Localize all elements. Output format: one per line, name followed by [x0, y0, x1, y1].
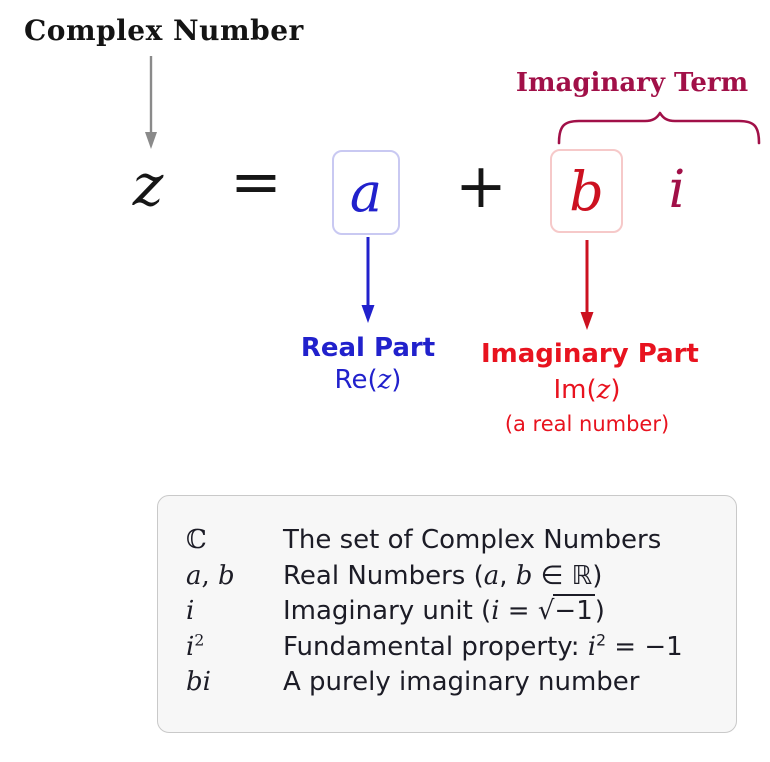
legend-symbol: ℂ [186, 525, 207, 555]
equation-plus-sign: + [455, 148, 507, 222]
equation-a: a [349, 161, 383, 224]
legend-rows: ℂ The set of Complex Numbers a, b Real Numb… [158, 496, 736, 701]
imaginary-part-note: (a real number) [504, 412, 670, 436]
imaginary-term-label: Imaginary Term [515, 68, 749, 98]
real-term-box: a [332, 150, 400, 235]
legend-description: A purely imaginary number [283, 667, 640, 697]
equation-equals-sign: = [230, 144, 282, 218]
complex-number-label: Complex Number [24, 14, 304, 47]
legend-symbol: i2 [186, 630, 205, 662]
legend-symbol: i [186, 596, 195, 626]
imaginary-part-formula: Im(z) [553, 375, 621, 405]
equation-b: b [569, 159, 604, 223]
legend-symbol: a, b [186, 560, 235, 591]
legend-description: Imaginary unit (i = √−1) [283, 594, 605, 626]
gray-down-arrow-icon [145, 56, 157, 149]
overbrace-icon [557, 111, 761, 145]
real-part-formula: Re(z) [334, 365, 402, 395]
imaginary-coefficient-box: b [550, 149, 623, 233]
legend-description: The set of Complex Numbers [283, 525, 662, 555]
real-part-label: Real Part [300, 333, 436, 363]
red-down-arrow-icon [580, 240, 594, 330]
imaginary-part-label: Imaginary Part [481, 339, 699, 369]
blue-down-arrow-icon [361, 237, 375, 323]
equation-z: z [132, 151, 164, 219]
legend-box: ℂ The set of Complex Numbers a, b Real Numb… [157, 495, 737, 733]
legend-description: Real Numbers (a, b ∈ ℝ) [283, 560, 603, 591]
equation-imaginary-unit: i [668, 160, 686, 220]
legend-symbol: bi [186, 667, 211, 697]
legend-description: Fundamental property: i2 = −1 [283, 630, 683, 662]
